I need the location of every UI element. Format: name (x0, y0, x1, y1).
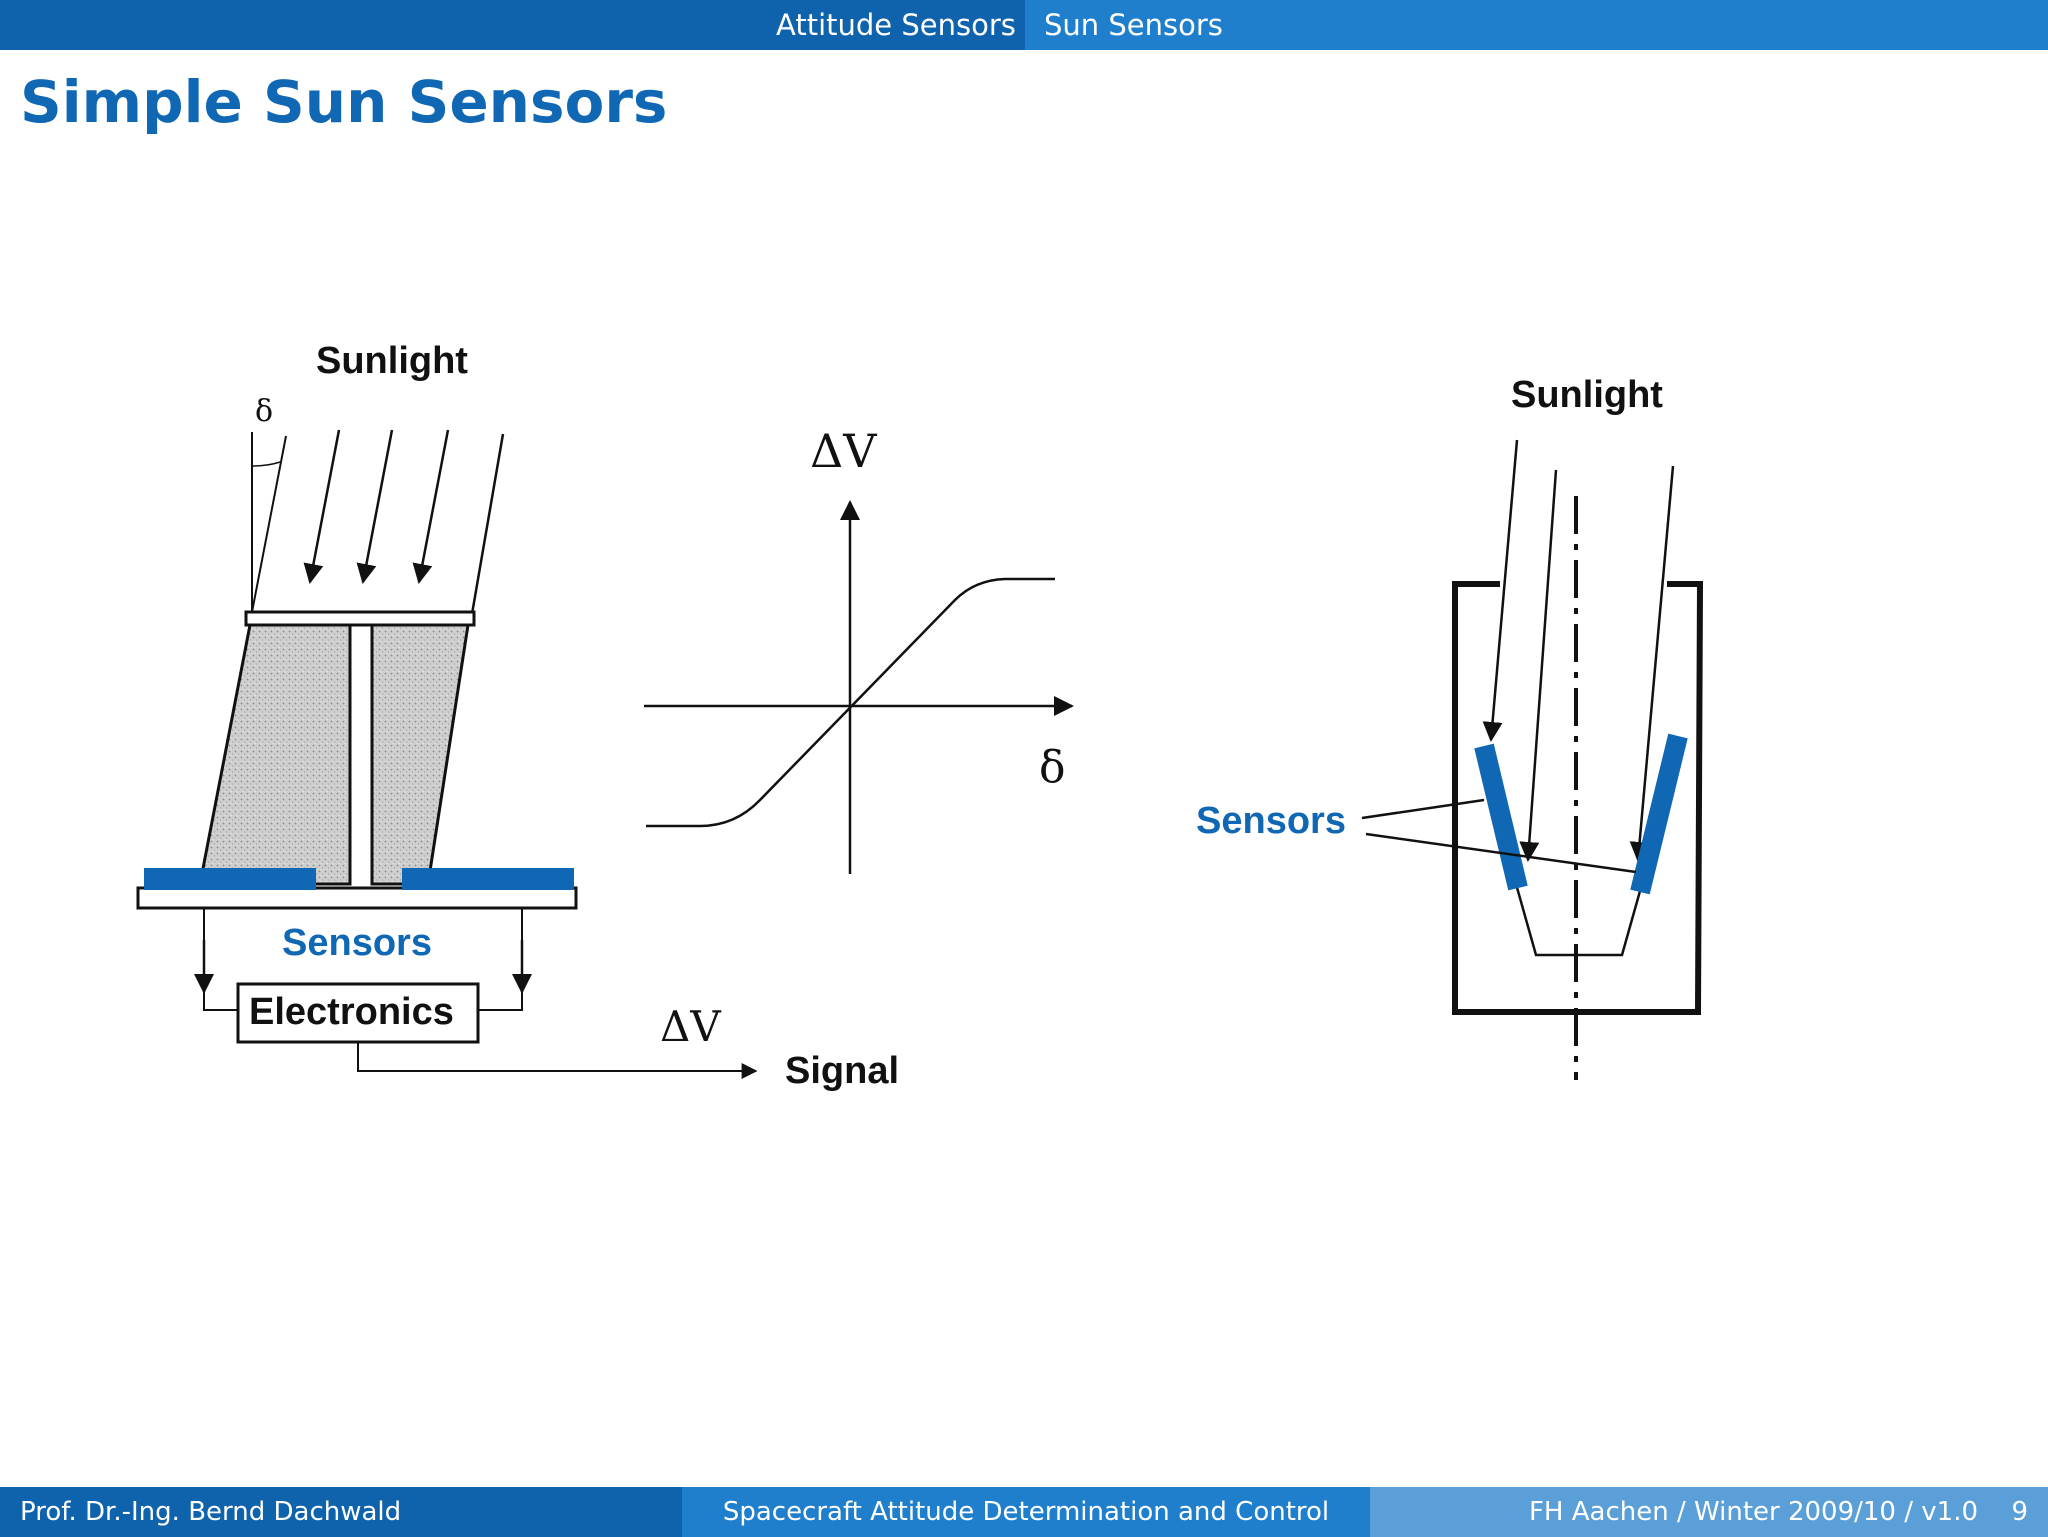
response-curve (646, 577, 1055, 828)
left-sensor-cell (1474, 743, 1528, 891)
slide-title: Simple Sun Sensors (20, 68, 668, 136)
right-wire (478, 908, 523, 1011)
right-sensor-diagram (1361, 439, 1704, 1080)
sun-ray (1519, 469, 1558, 862)
left-sensor-diagram (136, 429, 758, 1079)
left-sensor-cell (144, 868, 316, 890)
angle-symbol-label: δ (255, 394, 274, 429)
electronics-label: Electronics (249, 991, 454, 1033)
nav-subsection[interactable]: Sun Sensors (1044, 8, 1223, 42)
sun-ray (1482, 439, 1519, 742)
page-number: 9 (2011, 1497, 2028, 1527)
header-left (0, 0, 1025, 50)
header-right (1025, 0, 2048, 50)
sun-ray (303, 429, 341, 584)
angle-arc (251, 461, 281, 467)
left-housing (198, 623, 352, 886)
left-sunlight-label: Sunlight (316, 340, 468, 382)
right-sensors-label: Sensors (1196, 800, 1346, 842)
sun-ray (356, 429, 394, 584)
angled-reference-line (251, 435, 287, 613)
footer-bar: Prof. Dr.-Ing. Bernd Dachwald Spacecraft… (0, 1487, 2048, 1537)
header-bar: Attitude Sensors Sun Sensors (0, 0, 2048, 50)
graph-y-axis-label: ΔV (810, 424, 877, 478)
response-graph (644, 500, 1074, 874)
footer-right-segment: FH Aachen / Winter 2009/10 / v1.0 9 (1370, 1487, 2048, 1537)
sensor-leader-line (1365, 832, 1637, 874)
footer-institution: FH Aachen / Winter 2009/10 / v1.0 (1528, 1497, 1978, 1527)
sensor-leader-line (1361, 798, 1485, 820)
sun-ray (412, 429, 450, 584)
nav-section[interactable]: Attitude Sensors (776, 8, 1016, 42)
left-sensors-label: Sensors (282, 922, 432, 964)
base-plate (136, 886, 578, 910)
sun-ray-edge (470, 433, 505, 615)
left-wire (203, 908, 238, 1011)
signal-line (357, 1042, 758, 1079)
footer-author: Prof. Dr.-Ing. Bernd Dachwald (0, 1487, 682, 1537)
right-sensor-cell (402, 868, 574, 890)
right-sunlight-label: Sunlight (1511, 374, 1663, 416)
cover-plate (244, 610, 476, 627)
electronics-box (236, 982, 480, 1044)
graph-x-axis-label: δ (1039, 742, 1066, 793)
output-delta-v-label: ΔV (660, 1002, 721, 1051)
footer-course: Spacecraft Attitude Determination and Co… (682, 1487, 1370, 1537)
right-sensor-cell (1630, 733, 1688, 895)
signal-label: Signal (785, 1050, 900, 1092)
sun-ray (1629, 465, 1675, 862)
right-housing (370, 623, 470, 886)
